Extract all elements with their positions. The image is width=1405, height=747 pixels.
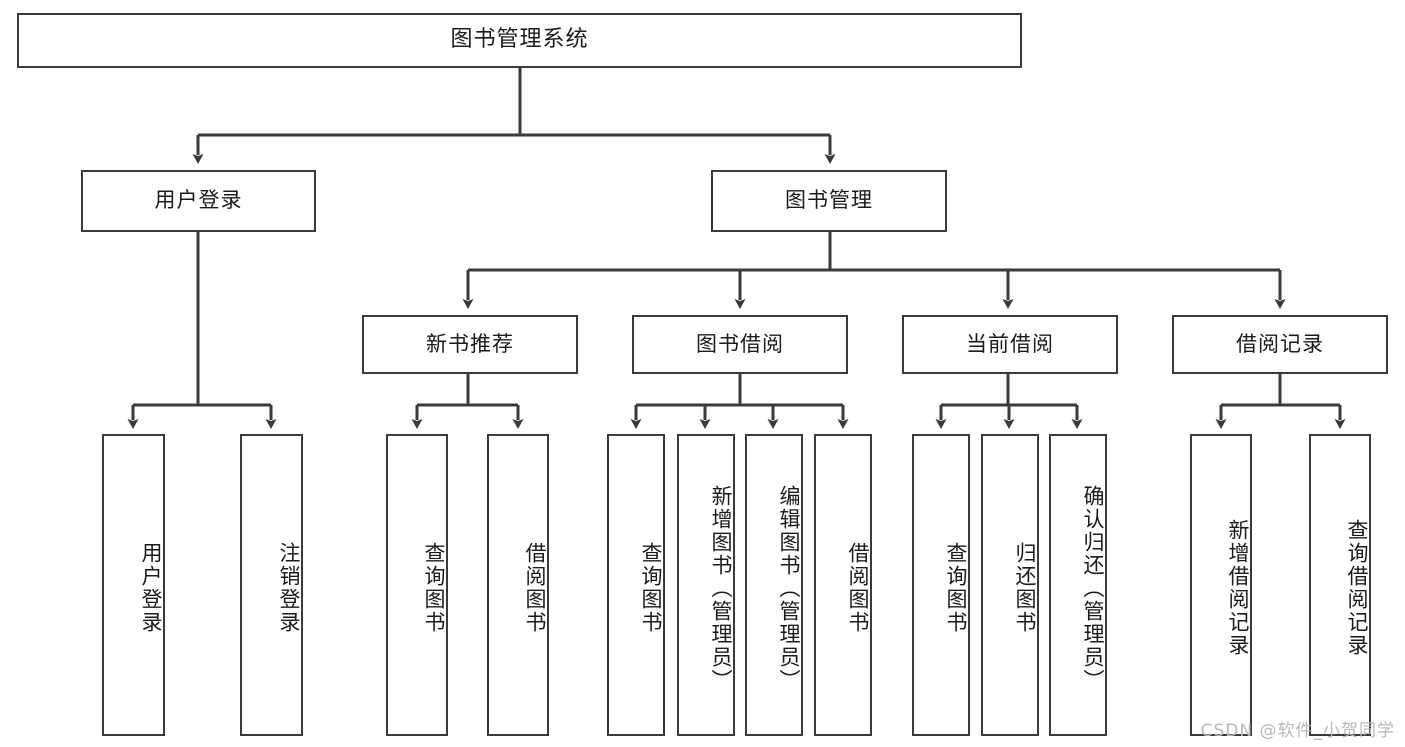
node-root-label: 图书管理系统 (450, 27, 589, 53)
node-leaf-user-login-label: 用户登录 (139, 542, 163, 634)
node-leaf-query-book-1-label: 查询图书 (422, 542, 446, 634)
node-leaf-query-book-2[interactable]: 查询图书 (607, 434, 665, 736)
node-leaf-query-book-2-label: 查询图书 (639, 542, 663, 634)
node-leaf-query-record-label: 查询借阅记录 (1345, 519, 1369, 657)
node-leaf-add-record[interactable]: 新增借阅记录 (1190, 434, 1252, 736)
node-user-login[interactable]: 用户登录 (81, 170, 316, 232)
node-root[interactable]: 图书管理系统 (17, 13, 1022, 68)
watermark: CSDN @软件_小贺同学 (1200, 721, 1395, 741)
node-leaf-query-book-3-label: 查询图书 (944, 542, 968, 634)
node-leaf-user-login[interactable]: 用户登录 (102, 434, 165, 736)
node-book-manage[interactable]: 图书管理 (711, 170, 947, 232)
node-leaf-add-book[interactable]: 新增图书（管理员） (677, 434, 735, 736)
node-leaf-query-record[interactable]: 查询借阅记录 (1309, 434, 1371, 736)
node-book-borrow[interactable]: 图书借阅 (632, 315, 848, 374)
node-leaf-confirm-return[interactable]: 确认归还（管理员） (1049, 434, 1107, 736)
node-leaf-add-record-label: 新增借阅记录 (1226, 519, 1250, 657)
node-leaf-return-book[interactable]: 归还图书 (981, 434, 1039, 736)
node-leaf-borrow-book-1-label: 借阅图书 (523, 542, 547, 634)
node-book-borrow-label: 图书借阅 (696, 331, 784, 356)
node-current-borrow[interactable]: 当前借阅 (902, 315, 1118, 374)
node-leaf-borrow-book-1[interactable]: 借阅图书 (487, 434, 549, 736)
node-leaf-return-book-label: 归还图书 (1013, 542, 1037, 634)
node-leaf-edit-book[interactable]: 编辑图书（管理员） (745, 434, 803, 736)
node-new-book-recommend-label: 新书推荐 (426, 331, 514, 356)
node-new-book-recommend[interactable]: 新书推荐 (362, 315, 578, 374)
node-leaf-borrow-book-2-label: 借阅图书 (846, 542, 870, 634)
node-book-manage-label: 图书管理 (785, 188, 873, 213)
node-leaf-user-logout-label: 注销登录 (277, 542, 301, 634)
node-borrow-record-label: 借阅记录 (1236, 331, 1324, 356)
node-leaf-add-book-label: 新增图书（管理员） (709, 484, 733, 692)
node-leaf-confirm-return-label: 确认归还（管理员） (1081, 484, 1105, 692)
node-borrow-record[interactable]: 借阅记录 (1172, 315, 1388, 374)
node-leaf-borrow-book-2[interactable]: 借阅图书 (814, 434, 872, 736)
node-leaf-query-book-1[interactable]: 查询图书 (386, 434, 448, 736)
node-current-borrow-label: 当前借阅 (966, 331, 1054, 356)
node-user-login-label: 用户登录 (154, 188, 243, 213)
node-leaf-query-book-3[interactable]: 查询图书 (912, 434, 970, 736)
node-leaf-edit-book-label: 编辑图书（管理员） (777, 484, 801, 692)
node-leaf-user-logout[interactable]: 注销登录 (240, 434, 303, 736)
